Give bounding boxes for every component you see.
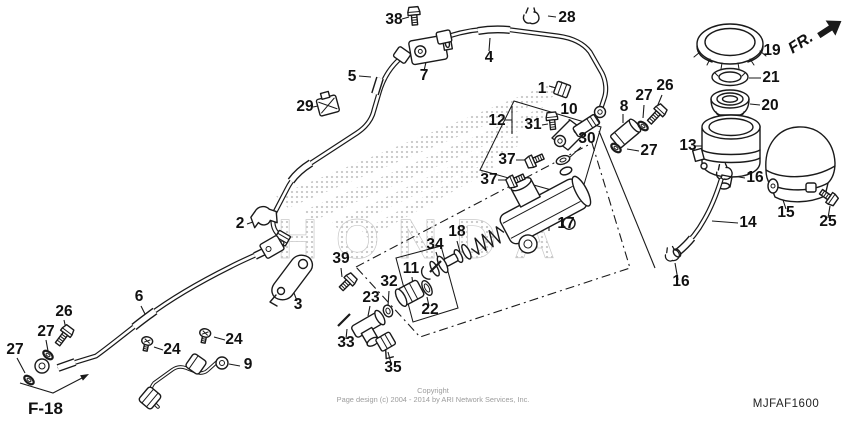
pan-screw-24 [139, 335, 155, 353]
part-label-19: 19 [763, 42, 781, 59]
part-label-7: 7 [420, 67, 429, 84]
part-label-15: 15 [777, 204, 795, 221]
set-plate-21 [711, 67, 749, 87]
part-label-9: 9 [244, 356, 253, 373]
part-label-23: 23 [362, 289, 380, 306]
part-label-25: 25 [819, 213, 837, 230]
part-label-30: 30 [578, 130, 595, 147]
part-label-39: 39 [332, 250, 350, 267]
part-label-26: 26 [55, 303, 73, 320]
part-label-26: 26 [656, 77, 674, 94]
part-label-37: 37 [480, 171, 497, 188]
copyright-line-2: Page design (c) 2004 - 2014 by ARI Netwo… [337, 395, 530, 404]
part-label-28: 28 [558, 9, 576, 26]
boot-bushing-11 [394, 279, 425, 307]
part-label-38: 38 [385, 11, 403, 28]
part-label-10: 10 [560, 101, 577, 118]
fr-label: FR. [785, 29, 816, 57]
hex-nut-1 [553, 80, 572, 99]
flange-bolt-39 [336, 271, 359, 294]
part-label-11: 11 [403, 260, 420, 277]
part-label-16: 16 [746, 169, 764, 186]
part-label-17: 17 [557, 215, 574, 232]
honda-wing-watermark: HONDA [276, 79, 562, 270]
stay-bracket-3 [269, 254, 314, 307]
part-label-18: 18 [448, 223, 466, 240]
part-label-34: 34 [426, 236, 444, 253]
part-label-27: 27 [37, 323, 54, 340]
part-label-22: 22 [421, 301, 438, 318]
fr-direction: FR. [785, 20, 842, 57]
wire-stay-9 [138, 353, 229, 410]
reference-arrow-icon [80, 374, 89, 381]
pan-screw-24 [197, 327, 213, 345]
part-label-8: 8 [620, 98, 629, 115]
part-label-1: 1 [538, 80, 547, 97]
part-label-37: 37 [498, 151, 515, 168]
part-label-33: 33 [337, 334, 355, 351]
part-label-14: 14 [739, 214, 757, 231]
part-label-3: 3 [294, 296, 303, 313]
part-label-20: 20 [761, 97, 778, 114]
boot-rings-30 [555, 154, 573, 176]
oil-bolt-26 [644, 102, 669, 128]
part-label-35: 35 [384, 359, 402, 376]
part-label-6: 6 [135, 288, 144, 305]
part-label-4: 4 [485, 49, 494, 66]
part-label-21: 21 [762, 69, 780, 86]
part-label-5: 5 [348, 68, 357, 85]
routing-line [598, 130, 656, 269]
diagram-code: MJFAF1600 [753, 398, 820, 410]
elbow-joint-23 [351, 309, 386, 347]
oil-hose-14 [672, 177, 724, 258]
washer-32 [382, 304, 394, 318]
flange-bolt-38 [406, 5, 422, 27]
hose-clip-28 [522, 7, 540, 25]
brake-hose-upper [435, 25, 609, 119]
page-ref-label: F-18 [28, 399, 63, 418]
part-label-12: 12 [488, 112, 505, 129]
fr-arrow-icon [817, 20, 842, 39]
flange-bolt-31 [544, 111, 560, 131]
part-label-27: 27 [635, 87, 652, 104]
reservoir-cap-19 [693, 23, 767, 70]
rod-joint-10 [551, 113, 601, 151]
part-label-31: 31 [524, 116, 542, 133]
part-label-32: 32 [380, 273, 397, 290]
part-label-27: 27 [6, 341, 23, 358]
hose-clamp-35 [375, 331, 397, 360]
oil-bolt-26 [52, 323, 76, 349]
master-cylinder-17 [420, 175, 592, 280]
stop-ring-22 [421, 279, 433, 297]
brake-hose-lower [34, 235, 285, 374]
flange-bolt-37 [523, 150, 547, 171]
piston-spring-18 [420, 226, 505, 280]
part-label-27: 27 [640, 142, 657, 159]
part-label-2: 2 [236, 215, 245, 232]
part-label-24: 24 [163, 341, 181, 358]
copyright-line-1: Copyright [417, 386, 449, 395]
pipe-clamp-2 [250, 205, 278, 229]
reservoir-cover-15 [765, 126, 836, 203]
part-label-13: 13 [679, 137, 697, 154]
spring-pin-34 [429, 260, 442, 273]
part-label-29: 29 [296, 98, 314, 115]
part-number-labels: 1234567891011121314151616171819202122232… [6, 9, 837, 376]
page-reference: F-18 [19, 374, 89, 418]
sensor-valve-29 [315, 90, 340, 117]
diaphragm-20 [710, 89, 750, 118]
joint-pin-33 [337, 313, 351, 327]
part-label-24: 24 [225, 331, 243, 348]
part-label-16: 16 [672, 273, 690, 290]
